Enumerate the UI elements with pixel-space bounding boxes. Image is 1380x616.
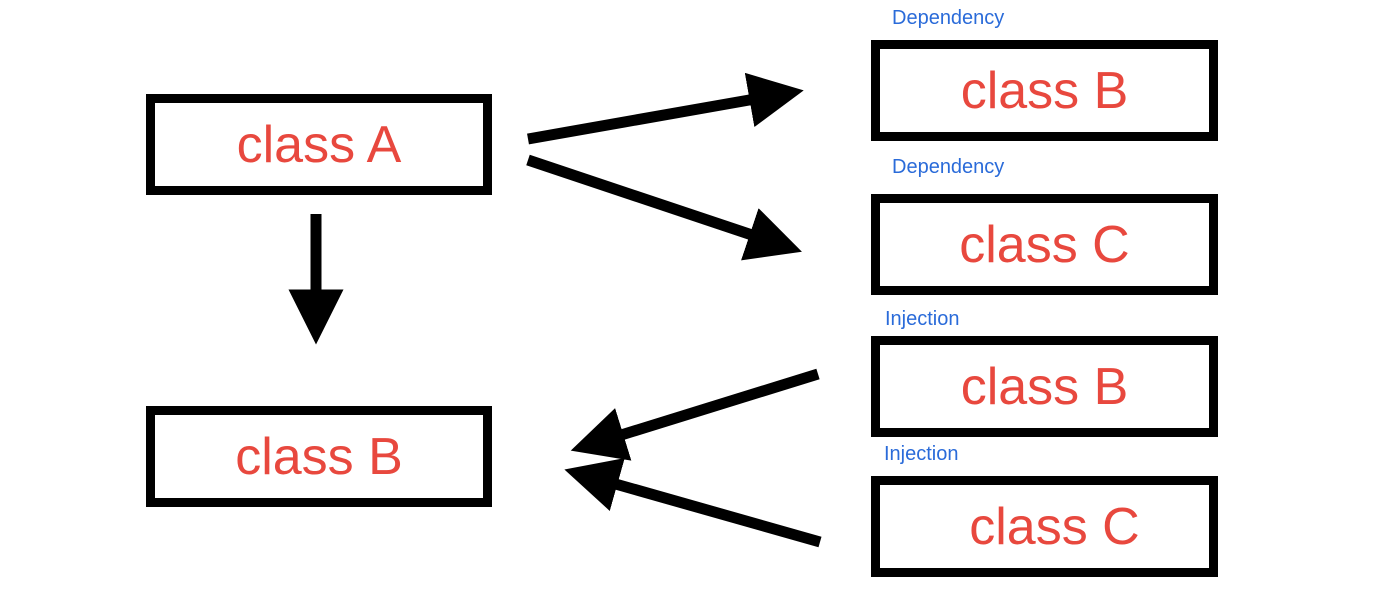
dependency-label-1: Dependency [892,7,1005,29]
dependency-class-c-box: class C [871,194,1218,295]
injection-class-b-label: class B [960,357,1129,416]
class-b-label: class B [235,427,403,486]
class-a-label: class A [236,115,402,174]
class-a-box: class A [146,94,492,195]
injection-class-c-box: class C [871,476,1218,577]
injection-class-c-label: class C [969,497,1140,556]
dependency-label-2: Dependency [892,156,1005,178]
dependency-class-b-box: class B [871,40,1218,141]
injection-class-b-box: class B [871,336,1218,437]
injection-label-2: Injection [884,443,959,465]
dependency-class-b-label: class B [960,61,1129,120]
class-b-box: class B [146,406,492,507]
injection-label-1: Injection [885,308,960,330]
arrow-a-to-dep-c [526,154,802,261]
arrow-inj-b-to-b [570,368,820,461]
dependency-class-c-label: class C [959,215,1130,274]
arrow-inj-c-to-b [564,458,822,548]
arrow-a-to-dep-b [527,72,804,145]
